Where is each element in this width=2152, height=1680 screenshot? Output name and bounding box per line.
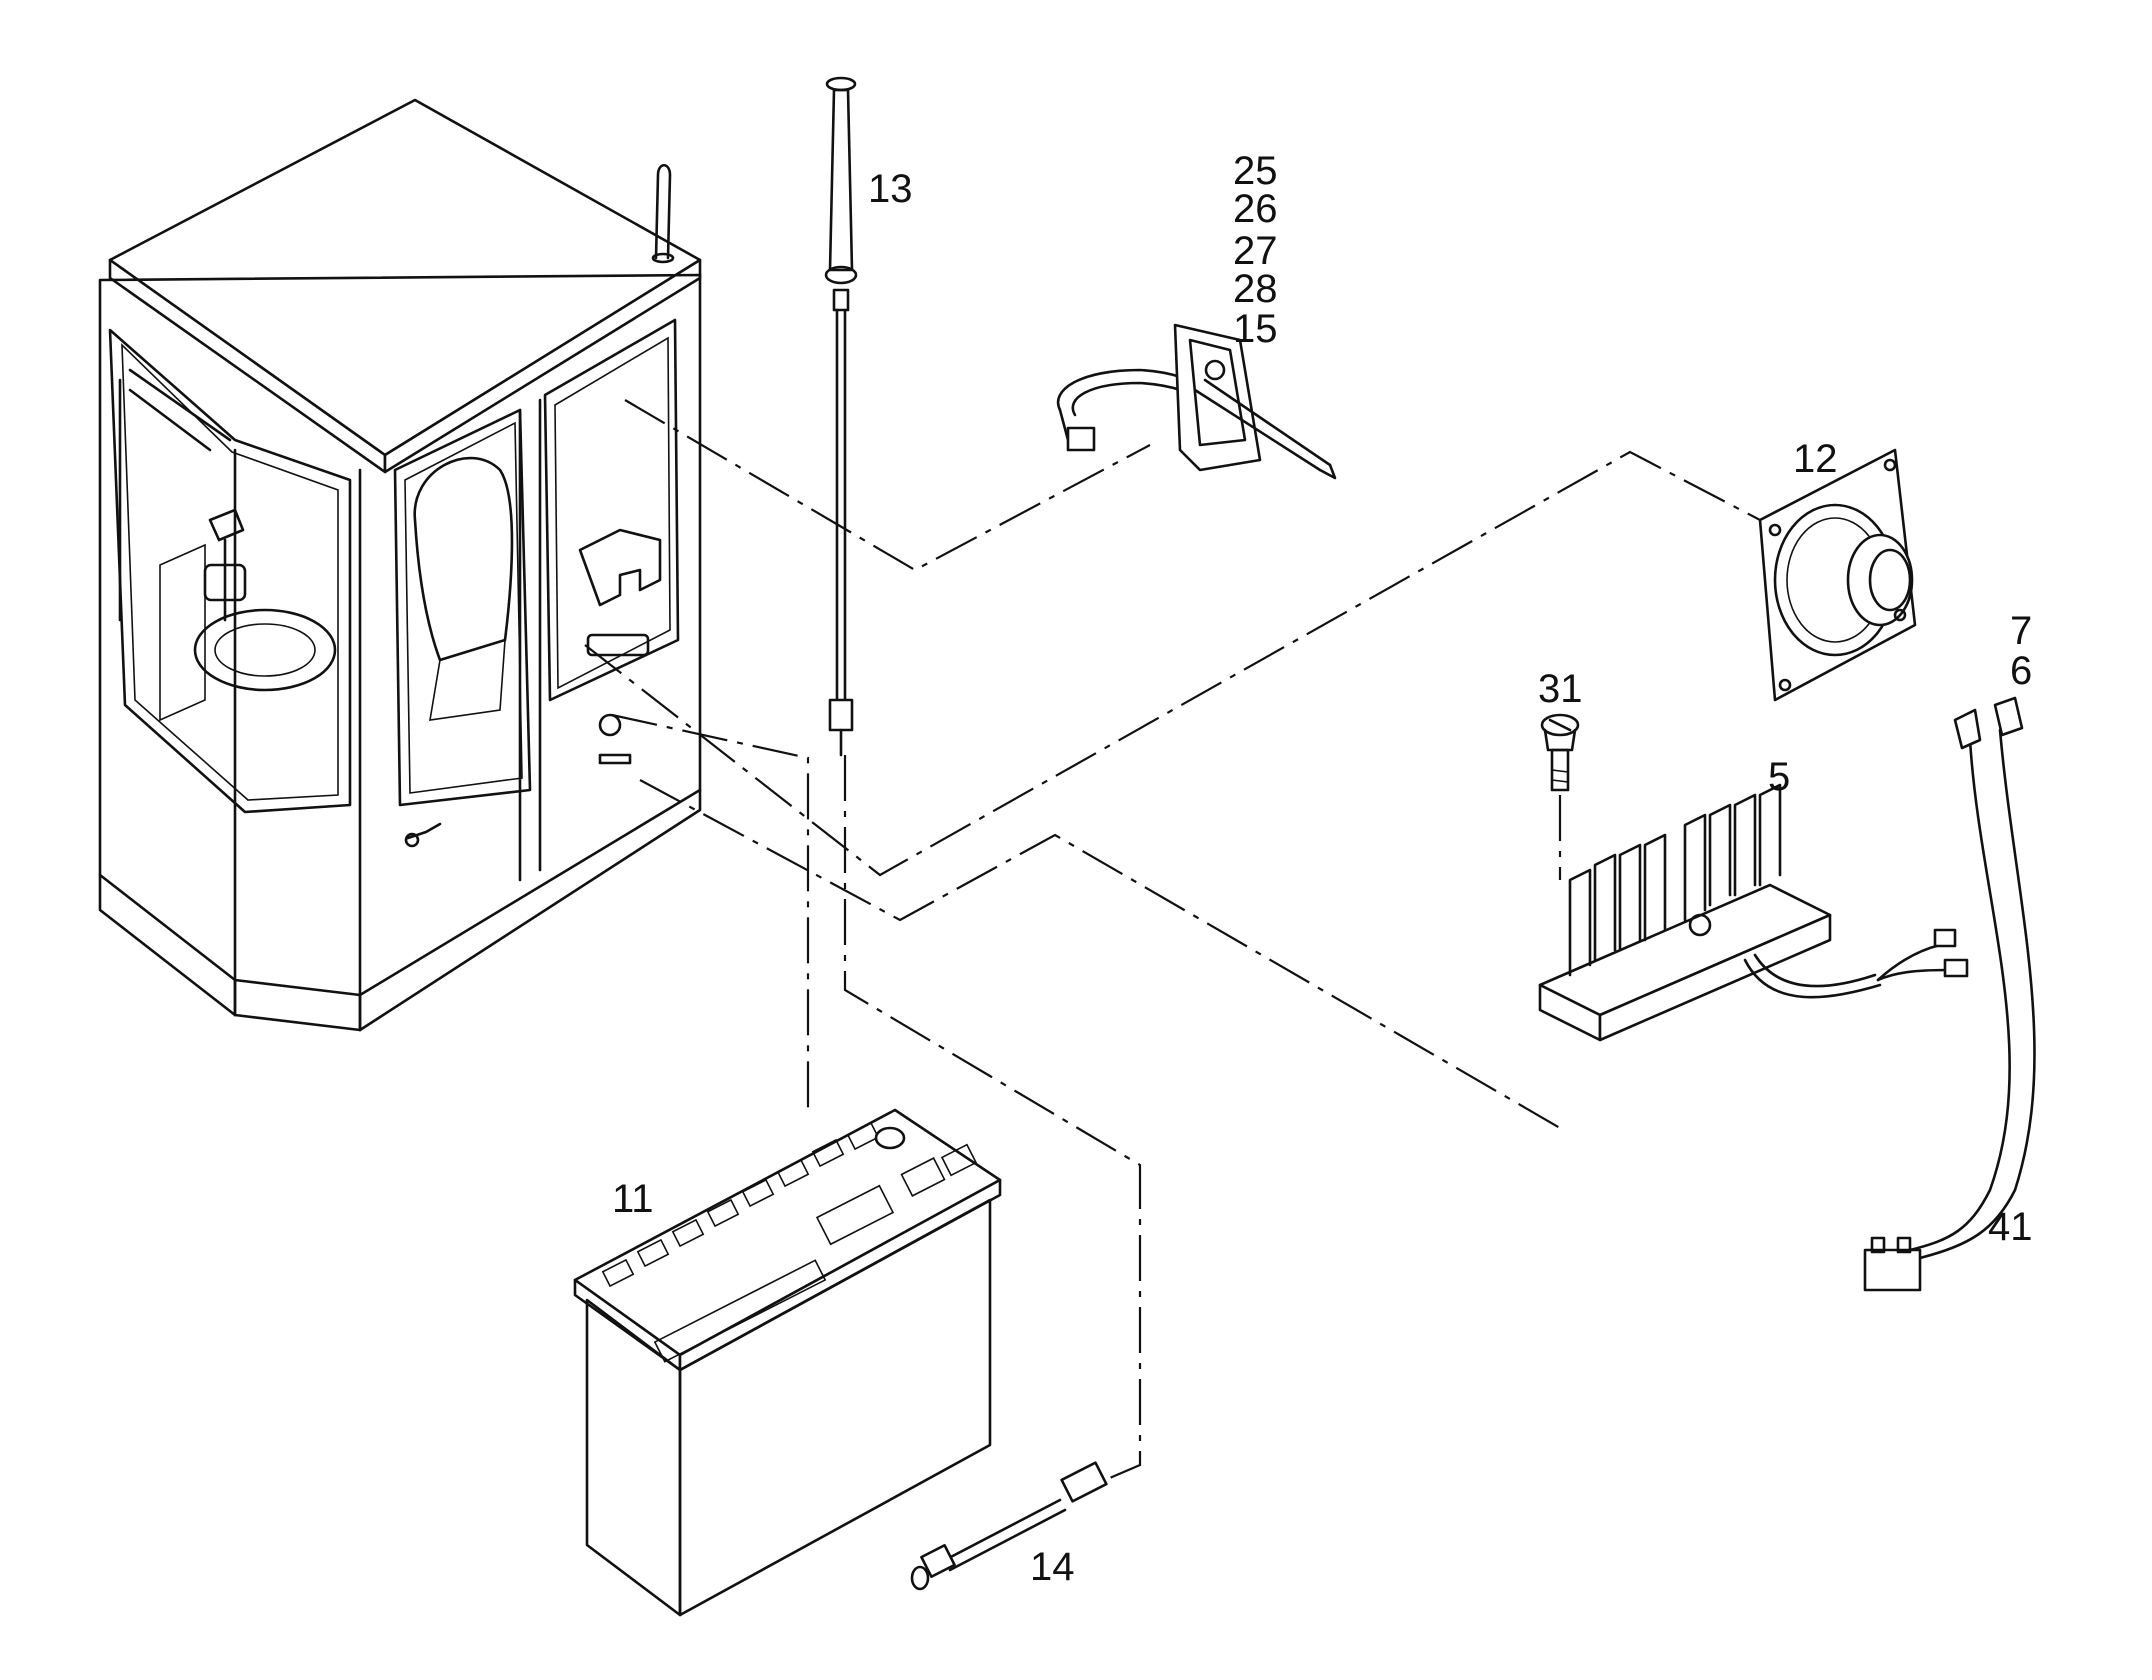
antenna-cable-icon — [910, 1461, 1108, 1591]
part-labels: 13 25 26 27 28 15 12 7 6 31 5 41 11 14 — [612, 149, 2033, 1589]
mounting-bracket-icon — [1056, 323, 1337, 480]
loudspeaker-icon — [1758, 448, 1917, 702]
screw-icon — [1540, 713, 1580, 792]
label-25: 25 — [1233, 149, 1278, 193]
label-15: 15 — [1233, 307, 1278, 351]
label-7: 7 — [2010, 609, 2032, 653]
label-26: 26 — [1233, 187, 1278, 231]
radio-unit-icon — [573, 1108, 1002, 1617]
antenna-rod-icon — [824, 76, 858, 757]
label-12: 12 — [1793, 437, 1838, 481]
label-13: 13 — [868, 167, 913, 211]
label-6: 6 — [2010, 649, 2032, 693]
wire-harness-icon — [1863, 696, 2036, 1292]
label-28: 28 — [1233, 267, 1278, 311]
label-31: 31 — [1538, 667, 1583, 711]
label-5: 5 — [1768, 755, 1790, 799]
label-27: 27 — [1233, 229, 1278, 273]
label-41: 41 — [1988, 1205, 2033, 1249]
leader-lines — [584, 399, 1761, 1482]
voltage-converter-icon — [1538, 783, 1969, 1042]
label-11: 11 — [612, 1177, 654, 1221]
label-14: 14 — [1030, 1545, 1075, 1589]
cab-icon — [98, 98, 702, 1032]
